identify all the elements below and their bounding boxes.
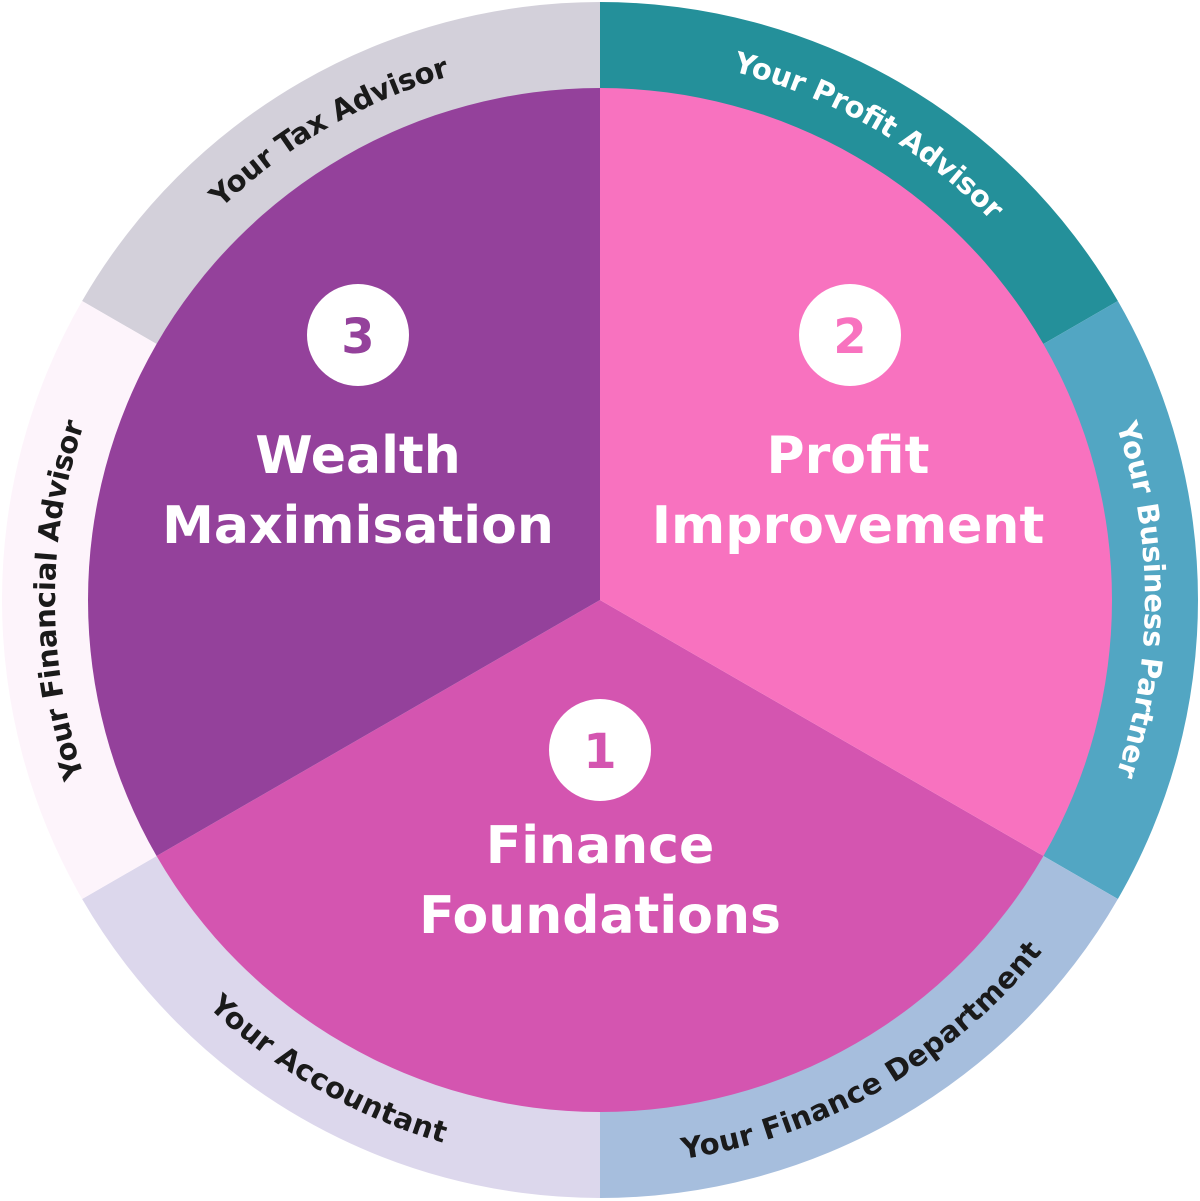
number-badge-text: 1	[583, 724, 616, 780]
segment-profit-improvement	[600, 88, 1112, 856]
segment-title-line1: Profit	[767, 426, 930, 486]
ring-band-accountant	[82, 854, 600, 1198]
ring-band-finance-department	[600, 854, 1118, 1198]
segment-title-line2: Maximisation	[162, 496, 554, 556]
ring-band-profit-advisor	[600, 2, 1118, 346]
ring-band-financial-advisor	[1, 301, 161, 899]
number-badge-3: 3	[307, 284, 409, 386]
number-badge-2: 2	[799, 284, 901, 386]
number-badge-1: 1	[549, 699, 651, 801]
segment-title-line1: Finance	[486, 816, 715, 876]
number-badge-text: 3	[341, 309, 374, 365]
ring-band-business-partner	[1039, 301, 1198, 899]
segment-title-line2: Foundations	[419, 886, 781, 946]
segment-wealth-maximisation	[87, 88, 600, 856]
number-badge-text: 2	[833, 309, 866, 365]
inner-segments	[87, 88, 1112, 1112]
ring-band-tax-advisor	[82, 2, 600, 346]
number-badge-circle	[549, 699, 651, 801]
segment-title-line2: Improvement	[652, 496, 1045, 556]
segment-title-line1: Wealth	[255, 426, 461, 486]
number-badge-circle	[799, 284, 901, 386]
number-badge-circle	[307, 284, 409, 386]
